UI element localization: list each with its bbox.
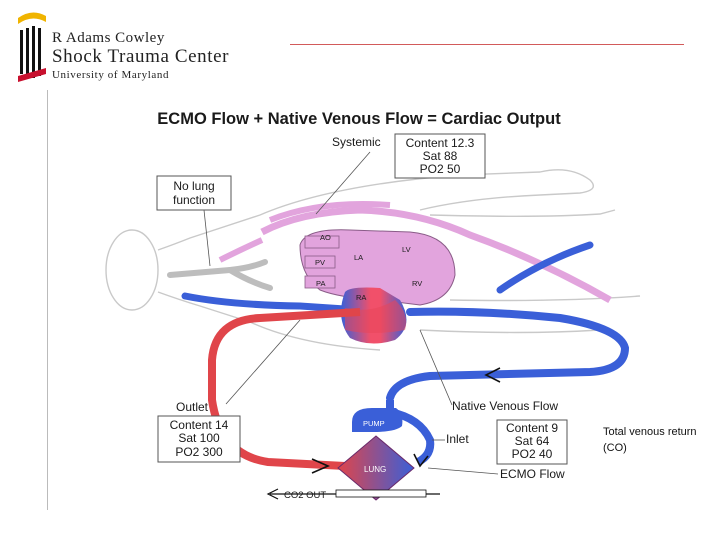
- inlet-box: [496, 419, 568, 465]
- label-rv: RV: [412, 279, 422, 288]
- venous-arrow-icon: [484, 367, 501, 383]
- label-pa: PA: [316, 279, 325, 288]
- systemic-po2: PO2 50: [420, 162, 461, 176]
- label-lv: LV: [402, 245, 411, 254]
- venous-vessels: [181, 241, 630, 402]
- logo-line-1: R Adams Cowley: [52, 30, 165, 46]
- inlet-sat: Sat 64: [515, 434, 550, 448]
- systemic-vessel: [218, 201, 612, 304]
- header-divider: [290, 44, 684, 45]
- no-lung-line2: function: [173, 193, 215, 207]
- logo-line-2: Shock Trauma Center: [52, 46, 230, 67]
- systemic-sat: Sat 88: [423, 149, 458, 163]
- patient-outline: [105, 169, 641, 351]
- inlet-arrow-icon: [413, 453, 429, 468]
- inlet-content: Content 9: [506, 421, 558, 435]
- airway: [167, 259, 273, 291]
- label-ra: RA: [356, 293, 366, 302]
- total-venous-return-note: Total venous return (CO): [603, 426, 697, 454]
- logo: [16, 8, 48, 87]
- outlet-arrow-icon: [311, 458, 330, 474]
- inlet-label: Inlet: [446, 432, 469, 446]
- native-venous-label: Native Venous Flow: [452, 399, 558, 413]
- inlet-po2: PO2 40: [512, 447, 553, 461]
- outlet-cannula: [208, 308, 361, 470]
- systemic-label: Systemic: [332, 135, 381, 149]
- no-lung-box: [156, 175, 232, 211]
- outlet-box: [157, 415, 241, 463]
- outlet-po2: PO2 300: [175, 445, 223, 459]
- lung-oxygenator-icon: [337, 435, 415, 501]
- logo-emblem-icon: [18, 12, 46, 82]
- no-lung-line1: No lung: [173, 179, 214, 193]
- logo-line-3: University of Maryland: [52, 69, 170, 81]
- systemic-content: Content 12.3: [406, 136, 475, 150]
- label-la: LA: [354, 253, 363, 262]
- left-divider: [47, 90, 48, 510]
- pump-icon: [352, 408, 403, 432]
- outlet-label: Outlet: [176, 400, 209, 414]
- label-ao: AO: [320, 233, 331, 242]
- diagram-title: ECMO Flow + Native Venous Flow = Cardiac…: [157, 110, 561, 128]
- heart: [299, 229, 456, 344]
- ecmo-flow-label: ECMO Flow: [500, 467, 565, 481]
- pump-label: PUMP: [363, 419, 385, 428]
- co2-label: CO2 OUT: [284, 490, 326, 501]
- outlet-content: Content 14: [170, 418, 229, 432]
- systemic-box: [394, 133, 486, 179]
- label-pv: PV: [315, 258, 325, 267]
- outlet-sat: Sat 100: [178, 431, 220, 445]
- lung-label: LUNG: [364, 465, 386, 474]
